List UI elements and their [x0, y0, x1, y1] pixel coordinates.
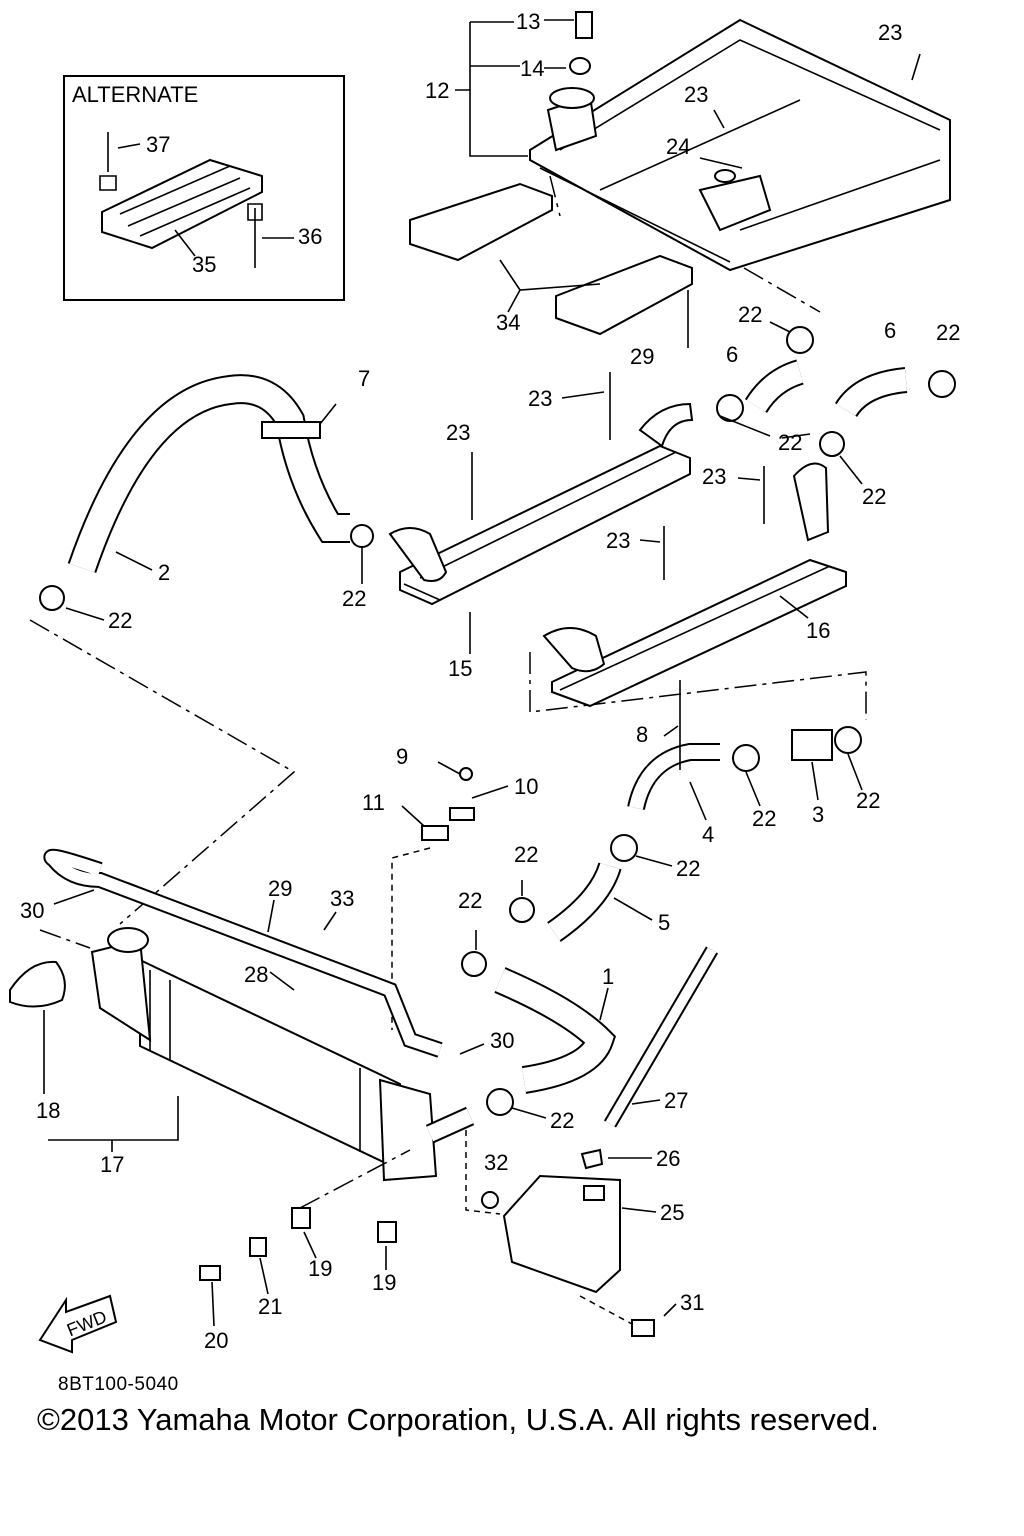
callout-18: 18: [36, 1098, 60, 1123]
callout-22-a: 22: [108, 608, 132, 633]
callout-2: 2: [158, 560, 170, 585]
callout-16: 16: [806, 618, 830, 643]
callout-23-f: 23: [606, 528, 630, 553]
callout-22-j: 22: [514, 842, 538, 867]
callout-22-g: 22: [752, 806, 776, 831]
callout-9: 9: [396, 744, 408, 769]
callout-30-left: 30: [20, 898, 44, 923]
callout-30-right: 30: [490, 1028, 514, 1053]
hose-assembly-2: [67, 374, 350, 573]
callout-15: 15: [448, 656, 472, 681]
cooler-16: [542, 462, 847, 708]
callout-31: 31: [680, 1290, 704, 1315]
radiator-17: [90, 927, 475, 1182]
callout-22-k: 22: [458, 888, 482, 913]
callout-13: 13: [516, 9, 540, 34]
callout-22-i: 22: [676, 856, 700, 881]
callout-22-h: 22: [856, 788, 880, 813]
callout-25: 25: [660, 1200, 684, 1225]
top-cover-assembly: [529, 11, 951, 272]
mounting-plates: [409, 182, 693, 336]
callout-34: 34: [496, 310, 520, 335]
cooler-15: [388, 402, 694, 606]
callout-26: 26: [656, 1146, 680, 1171]
alternate-inset: ALTERNATE: [63, 75, 345, 301]
callout-23-d: 23: [446, 420, 470, 445]
pipe-assembly: [627, 680, 833, 811]
callout-19-a: 19: [308, 1256, 332, 1281]
callout-22-l: 22: [550, 1108, 574, 1133]
alternate-title: ALTERNATE: [72, 82, 198, 107]
callout-12: 12: [425, 78, 449, 103]
callout-22-d: 22: [936, 320, 960, 345]
callout-24: 24: [666, 134, 690, 159]
callout-23-c: 23: [528, 386, 552, 411]
callout-23-a: 23: [878, 20, 902, 45]
callout-29-bottom: 29: [268, 876, 292, 901]
reservoir-tank-25: [502, 1148, 621, 1294]
callout-36: 36: [298, 224, 322, 249]
fwd-arrow-icon: FWD: [38, 1294, 118, 1354]
parts-diagram: ALTERNATE 37 36 35 13 14 12 23 23 24 3: [9, 9, 960, 1354]
copyright-notice: ©2013 Yamaha Motor Corporation, U.S.A. A…: [37, 1402, 879, 1437]
callout-22-b: 22: [342, 586, 366, 611]
diagram-code: 8BT100-5040: [58, 1374, 179, 1395]
hose-clamps: [39, 326, 956, 1116]
callout-7: 7: [358, 366, 370, 391]
callout-23-e: 23: [702, 464, 726, 489]
callout-28: 28: [244, 962, 268, 987]
callout-6-a: 6: [726, 342, 738, 367]
callout-33: 33: [330, 886, 354, 911]
callout-20: 20: [204, 1328, 228, 1353]
callout-37: 37: [146, 132, 170, 157]
callout-21: 21: [258, 1294, 282, 1319]
callout-4: 4: [702, 822, 714, 847]
callout-1: 1: [602, 964, 614, 989]
callout-22-c: 22: [738, 302, 762, 327]
callout-3: 3: [812, 802, 824, 827]
callout-14: 14: [520, 56, 544, 81]
callout-11: 11: [362, 790, 385, 815]
callout-5: 5: [658, 910, 670, 935]
callout-19-b: 19: [372, 1270, 396, 1295]
callout-23-b: 23: [684, 82, 708, 107]
callout-10: 10: [514, 774, 538, 799]
callout-17: 17: [100, 1152, 124, 1177]
callout-35: 35: [192, 252, 216, 277]
callout-32: 32: [484, 1150, 508, 1175]
callout-6-b: 6: [884, 318, 896, 343]
callout-8: 8: [636, 722, 648, 747]
callout-27: 27: [664, 1088, 688, 1113]
callout-29-top: 29: [630, 344, 654, 369]
callout-22-e: 22: [778, 430, 802, 455]
callout-22-f: 22: [862, 484, 886, 509]
